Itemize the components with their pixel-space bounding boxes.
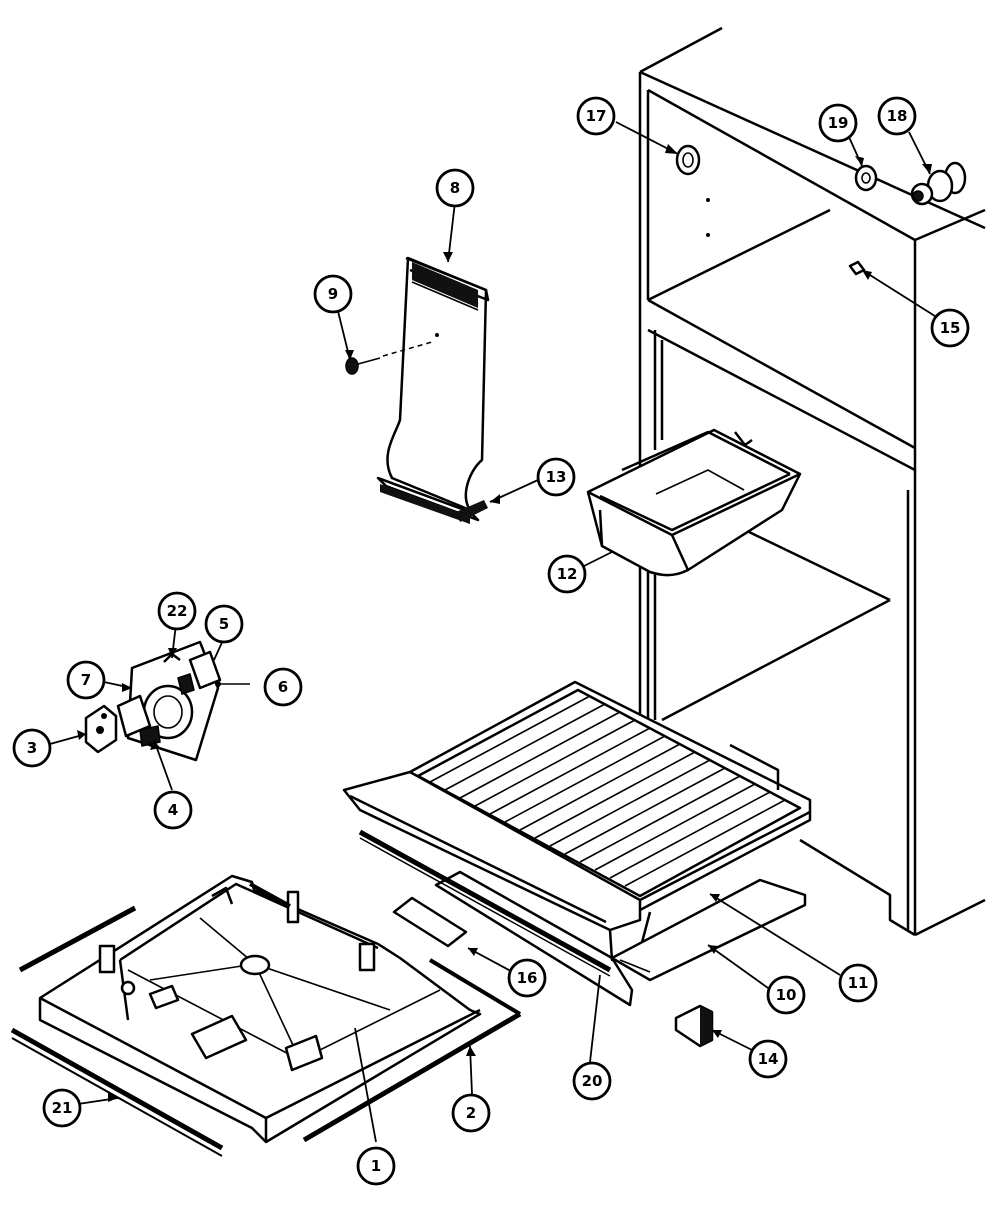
callout-8-label: 8 xyxy=(450,179,460,197)
callout-17-circle xyxy=(576,96,616,136)
callout-11-circle xyxy=(838,963,878,1003)
part-1-drain-pan xyxy=(38,874,482,1144)
callout-13-label: 13 xyxy=(546,468,567,486)
callout-16-circle xyxy=(507,958,547,998)
callout-19-label: 19 xyxy=(828,114,849,132)
callout-10-label: 10 xyxy=(776,986,797,1004)
callout-10-circle xyxy=(766,975,806,1015)
part-18-control-knob xyxy=(910,161,967,206)
callout-22-circle xyxy=(157,591,197,631)
callout-4-circle xyxy=(153,790,193,830)
part-20-slide-rail xyxy=(358,829,612,977)
part-12-freezer-tray xyxy=(586,428,802,577)
callout-3-circle xyxy=(12,728,52,768)
callout-circles xyxy=(12,96,970,1186)
callout-7-label: 7 xyxy=(81,671,91,689)
callout-labels: 1 2 3 4 5 6 7 8 9 10 11 12 13 14 15 16 1… xyxy=(27,107,961,1175)
callout-21-circle xyxy=(42,1088,82,1128)
part-19-knob xyxy=(854,164,878,192)
callout-3-label: 3 xyxy=(27,739,37,757)
part-11-crisper-cover xyxy=(342,680,812,962)
leader-arrowheads xyxy=(77,144,932,1102)
callout-12-circle xyxy=(547,554,587,594)
callout-20-circle xyxy=(572,1061,612,1101)
part-14-bracket xyxy=(674,1004,714,1048)
callout-20-label: 20 xyxy=(582,1072,603,1090)
part-9-screw xyxy=(345,341,433,375)
callout-6-label: 6 xyxy=(278,678,288,696)
callout-2-circle xyxy=(451,1093,491,1133)
callout-14-label: 14 xyxy=(758,1050,779,1068)
callout-1-circle xyxy=(356,1146,396,1186)
callout-5-label: 5 xyxy=(219,615,229,633)
callout-11-label: 11 xyxy=(848,974,869,992)
callout-7-circle xyxy=(66,660,106,700)
callout-5-circle xyxy=(204,604,244,644)
part-8-duct-cover xyxy=(376,256,490,524)
callout-4-label: 4 xyxy=(168,801,178,819)
callout-13-circle xyxy=(536,457,576,497)
callout-1-label: 1 xyxy=(371,1157,381,1175)
part-16-cover-plate xyxy=(392,896,468,948)
callout-18-label: 18 xyxy=(887,107,908,125)
part-21-side-rails xyxy=(10,905,224,1157)
callout-9-label: 9 xyxy=(328,285,338,303)
callout-21-label: 21 xyxy=(52,1099,73,1117)
part-2-side-rail xyxy=(249,882,522,1143)
callout-17-label: 17 xyxy=(586,107,607,125)
part-13-duct-seal xyxy=(456,500,488,522)
callout-18-circle xyxy=(877,96,917,136)
callout-22-label: 22 xyxy=(167,602,188,620)
part-15-clip xyxy=(848,260,866,276)
callout-9-circle xyxy=(313,274,353,314)
callout-15-circle xyxy=(930,308,970,348)
callout-14-circle xyxy=(748,1039,788,1079)
fan-motor-assembly xyxy=(116,640,250,762)
part-10-crisper-glass xyxy=(434,870,807,1007)
callout-16-label: 16 xyxy=(517,969,538,987)
callout-19-circle xyxy=(818,103,858,143)
callout-6-circle xyxy=(263,667,303,707)
part-3-fan-blade xyxy=(84,704,118,754)
callout-15-label: 15 xyxy=(940,319,961,337)
callout-12-label: 12 xyxy=(557,565,578,583)
callout-2-label: 2 xyxy=(466,1104,476,1122)
part-17-thermostat-knob xyxy=(675,144,701,176)
callout-8-circle xyxy=(435,168,475,208)
